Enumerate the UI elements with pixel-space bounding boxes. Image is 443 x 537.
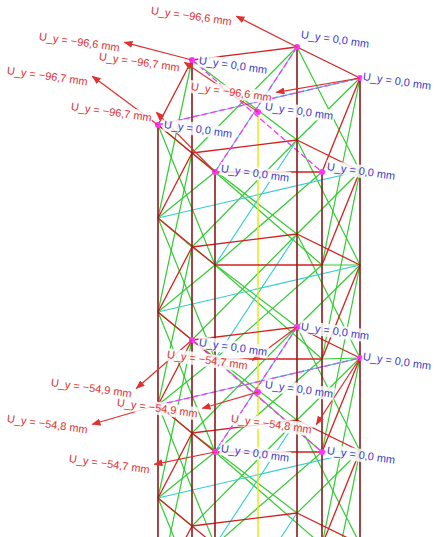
frame-member (192, 513, 297, 526)
displacement-label: U_y = −96,6 mm (149, 4, 233, 28)
displacement-arrow (136, 340, 192, 388)
frame-member (158, 526, 192, 537)
frame-member (158, 498, 215, 537)
bracing-member (297, 171, 360, 234)
bracing-member (297, 140, 360, 265)
bracing-member (192, 420, 297, 526)
displacement-label: U_y = −96,7 mm (69, 100, 153, 124)
frame-member (322, 265, 360, 359)
bracing-member (158, 498, 215, 537)
bracing-member (322, 264, 360, 265)
bracing-member (215, 452, 322, 537)
frame-member (158, 153, 192, 218)
bracing-member (192, 140, 297, 247)
bracing-member (322, 451, 360, 537)
displacement-arrow (236, 16, 297, 47)
column-member (157, 125, 159, 537)
displacement-arrow (202, 392, 258, 408)
frame-member (192, 234, 297, 247)
bracing-member (192, 234, 297, 340)
column-member (296, 47, 298, 537)
displacement-arrow (154, 452, 215, 464)
bracing-member (158, 125, 215, 265)
bracing-member (322, 265, 360, 452)
node-dot (319, 449, 325, 455)
frame-member (322, 78, 360, 172)
frame-member (192, 140, 297, 153)
column-member (321, 172, 323, 537)
frame-member (322, 171, 360, 265)
support-label: U_y = 0,0 mm (299, 28, 371, 51)
displacement-label: U_y = −54,8 mm (5, 412, 89, 436)
internal-member (215, 513, 297, 537)
internal-member (158, 358, 360, 405)
support-label: U_y = 0,0 mm (361, 350, 433, 373)
frame-member (215, 264, 322, 265)
internal-member (215, 140, 297, 265)
frame-member (322, 358, 360, 452)
frame-member (158, 433, 192, 498)
diaphragm-member (158, 78, 360, 125)
internal-member (158, 265, 360, 312)
displacement-label: U_y = −54,7 mm (67, 452, 151, 476)
support-label: U_y = 0,0 mm (361, 70, 433, 93)
frame-member (297, 47, 360, 78)
frame-member (297, 234, 360, 265)
support-label: U_y = 0,0 mm (263, 100, 335, 123)
column-member (359, 78, 361, 537)
support-label: U_y = 0,0 mm (325, 160, 397, 183)
support-label: U_y = 0,0 mm (325, 444, 397, 467)
displacement-arrow (276, 78, 360, 92)
bracing-member (215, 452, 322, 537)
internal-member (215, 420, 297, 537)
bracing-member (297, 265, 360, 327)
displacement-label: U_y = −96,7 mm (5, 64, 89, 88)
frame-member (158, 247, 192, 312)
frame-member (297, 513, 360, 537)
diaphragm-member (158, 358, 360, 405)
bracing-member (158, 405, 215, 537)
frame-member (322, 451, 360, 537)
internal-member (158, 78, 360, 125)
